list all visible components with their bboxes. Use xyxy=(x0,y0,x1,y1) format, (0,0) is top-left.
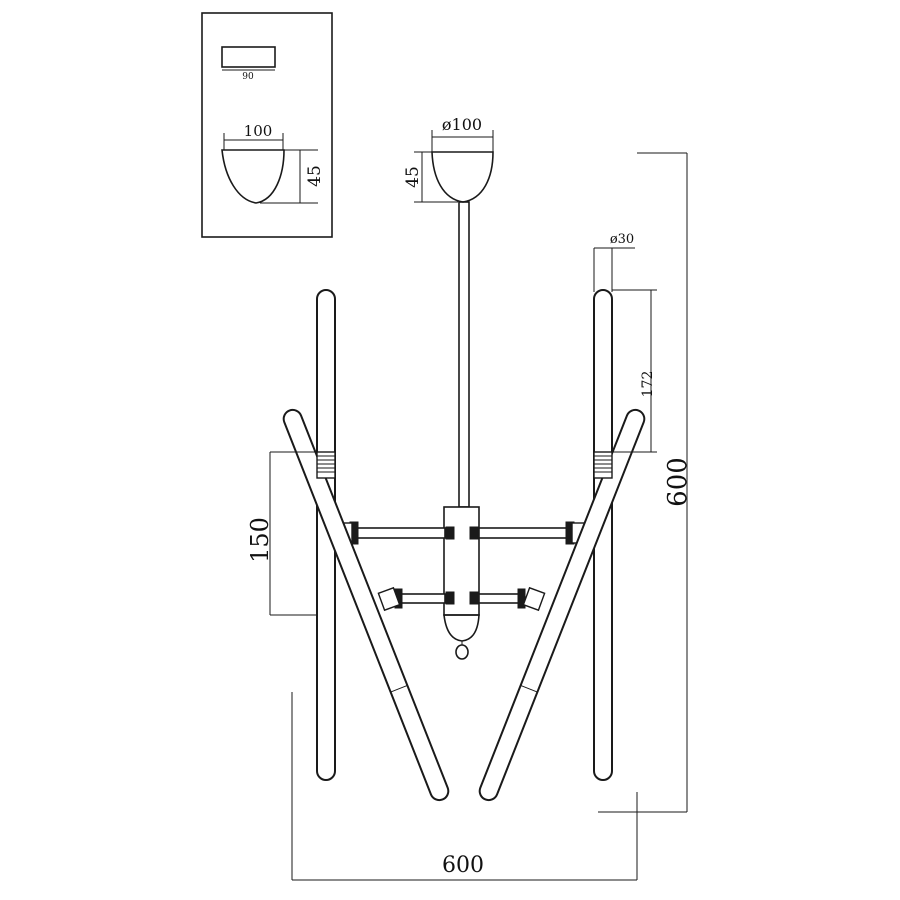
inset-frame xyxy=(201,12,333,238)
tube-diameter-label: ø30 xyxy=(610,232,634,247)
coupler-left xyxy=(316,451,336,479)
arm-lower-right-socket xyxy=(522,586,546,612)
total-height-label: 600 xyxy=(663,457,693,507)
tube-segment-label: 172 xyxy=(640,371,656,398)
total-width-label: 600 xyxy=(442,853,484,878)
hub-joint-bottom-left xyxy=(445,591,455,605)
inset-canopy xyxy=(221,149,285,204)
dimensions: ø30 172 150 600 600 xyxy=(246,152,693,881)
inset-canopy-height-label: 45 xyxy=(305,165,325,187)
inset-canopy-width-label: 100 xyxy=(244,122,273,140)
tube-slanted-left xyxy=(282,408,450,802)
central-hub xyxy=(443,506,480,660)
coupler-right xyxy=(593,451,613,479)
arm-lower-left xyxy=(399,593,446,604)
canopy xyxy=(431,151,494,203)
arm-upper-left xyxy=(355,527,446,539)
hub-body xyxy=(443,506,480,616)
inset-detail: 90 100 45 xyxy=(201,12,333,238)
hub-joint-top-left xyxy=(445,526,455,540)
tube-slanted-right xyxy=(478,408,646,802)
arm-drop-label: 150 xyxy=(246,517,274,563)
inset-small-dim-label: 90 xyxy=(242,72,254,82)
hub-finial-ball xyxy=(455,644,469,660)
hub-joint-bottom-right xyxy=(469,591,479,605)
canopy-assembly: ø100 45 xyxy=(403,115,494,508)
arm-upper-right xyxy=(478,527,569,539)
arm-lower-right xyxy=(478,593,520,604)
arm-lower-left-socket xyxy=(377,586,401,612)
inset-plate xyxy=(221,46,276,68)
canopy-height-label: 45 xyxy=(403,166,423,188)
hub-finial xyxy=(443,614,480,642)
hub-joint-top-right xyxy=(469,526,479,540)
canopy-diameter-label: ø100 xyxy=(442,115,482,134)
stem xyxy=(458,201,470,508)
light-tubes xyxy=(282,289,646,802)
